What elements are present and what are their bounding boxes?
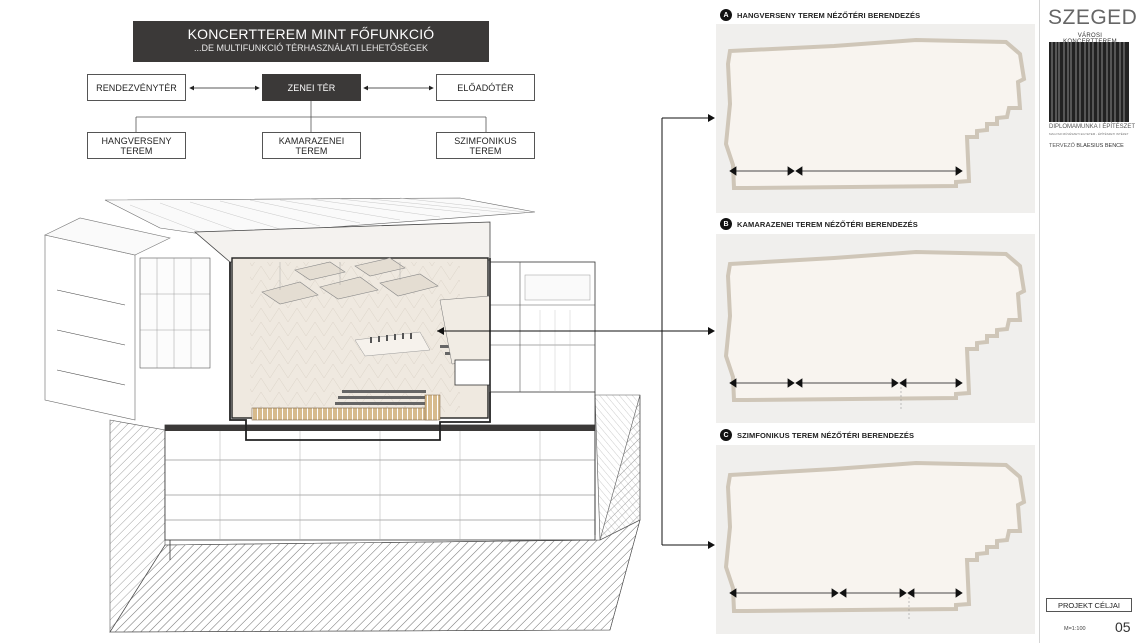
node-eloadoter: ELŐADÓTÉR bbox=[436, 74, 535, 101]
panel-c-drawing bbox=[723, 460, 1027, 621]
designer-name: BLAESIUS BENCE bbox=[1076, 143, 1124, 149]
title-box: KONCERTTEREM MINT FŐFUNKCIÓ ...DE MULTIF… bbox=[133, 21, 489, 62]
node-hangverseny-terem: HANGVERSENY TEREM bbox=[87, 132, 186, 159]
node-rendezvenyter: RENDEZVÉNYTÉR bbox=[87, 74, 186, 101]
wooden-stage-floor bbox=[251, 407, 438, 421]
building-section-axonometric bbox=[44, 197, 710, 634]
panel-b-title: KAMARAZENEI TEREM NÉZŐTÉRI BERENDEZÉS bbox=[737, 219, 918, 229]
left-wing bbox=[44, 234, 136, 421]
panel-c-badge: C bbox=[720, 429, 732, 441]
panel-a-title: HANGVERSENY TEREM NÉZŐTÉRI BERENDEZÉS bbox=[737, 10, 921, 20]
panel-a-drawing bbox=[723, 37, 1027, 190]
panel-a-badge: A bbox=[720, 9, 732, 21]
roof bbox=[104, 197, 536, 237]
panel-a-floorplan bbox=[716, 24, 1035, 213]
barcode-graphic bbox=[1049, 42, 1129, 122]
panel-b-badge: B bbox=[720, 218, 732, 230]
panel-c-title: SZIMFONIKUS TEREM NÉZŐTÉRI BERENDEZÉS bbox=[737, 430, 915, 440]
panel-bracket bbox=[661, 114, 715, 549]
page-number: 05 bbox=[1115, 619, 1131, 635]
panel-b-header: B KAMARAZENEI TEREM NÉZŐTÉRI BERENDEZÉS bbox=[720, 217, 918, 231]
panel-b-floorplan bbox=[716, 234, 1035, 423]
acoustic-reflectors bbox=[261, 257, 439, 305]
main-title: KONCERTTEREM MINT FŐFUNKCIÓ bbox=[187, 26, 435, 42]
panel-b-drawing bbox=[723, 249, 1027, 410]
left-glazing bbox=[139, 257, 211, 369]
title-block-strip: SZEGED VÁROSI KONCERTTEREM DIPLOMAMUNKA … bbox=[1039, 0, 1137, 643]
drawing-scale: M=1:100 bbox=[1064, 626, 1086, 632]
panel-c-header: C SZIMFONIKUS TEREM NÉZŐTÉRI BERENDEZÉS bbox=[720, 428, 914, 442]
main-subtitle: ...DE MULTIFUNKCIÓ TÉRHASZNÁLATI LEHETŐS… bbox=[193, 43, 429, 53]
section-label-box: PROJEKT CÉLJAI bbox=[1046, 598, 1132, 612]
thesis-label: DIPLOMAMUNKA I ÉPÍTÉSZET bbox=[1049, 124, 1136, 130]
panel-a-header: A HANGVERSENY TEREM NÉZŐTÉRI BERENDEZÉS bbox=[720, 8, 920, 22]
node-kamarazenei-terem: KAMARAZENEI TEREM bbox=[262, 132, 361, 159]
panel-c-floorplan bbox=[716, 445, 1035, 634]
node-szimfonikus-terem: SZIMFONIKUS TEREM bbox=[436, 132, 535, 159]
project-title: SZEGED bbox=[1048, 6, 1137, 29]
designer-line: TERVEZŐ BLAESIUS BENCE bbox=[1049, 143, 1131, 149]
designer-label: TERVEZŐ bbox=[1049, 143, 1075, 149]
diagram-connectors bbox=[135, 85, 487, 132]
node-zenei-ter: ZENEI TÉR bbox=[262, 74, 361, 101]
university-label: MAGYAR MŰVÉSZETI EGYETEM - ÉPÍTÉSZETI IN… bbox=[1049, 132, 1129, 136]
ground-right-block bbox=[594, 394, 641, 541]
